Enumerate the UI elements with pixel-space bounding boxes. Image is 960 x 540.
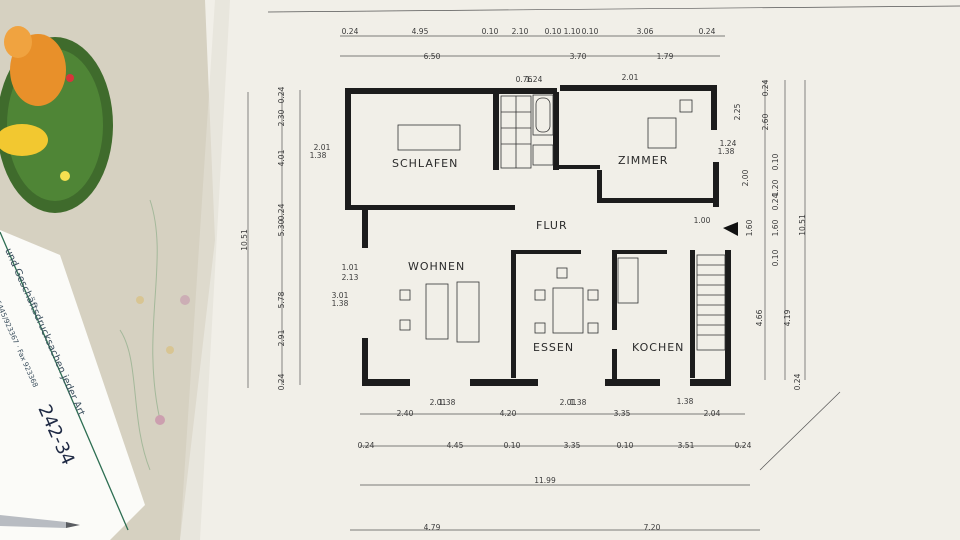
dimension-label-bottom-row-2: 3.35 <box>564 441 581 450</box>
dimension-label-left-inner: 0.24 <box>277 373 286 390</box>
dimension-label-openings: 0.76 <box>516 75 533 84</box>
room-label-essen: ESSEN <box>533 341 574 354</box>
entrance-arrow <box>723 222 738 236</box>
dimension-label-bottom-row-1: 4.20 <box>500 409 517 418</box>
dimension-label-top-row-2: 3.70 <box>570 52 587 61</box>
dimension-label-top-row-1: 1.10 <box>564 27 581 36</box>
dimension-label-openings: 2.01 <box>314 143 331 152</box>
dimension-label-top-row-1: 0.24 <box>342 27 359 36</box>
dimension-label-openings: 1.01 <box>342 263 359 272</box>
dimension-label-bottom-row-1: 2.04 <box>704 409 721 418</box>
dimension-label-right-inner: 0.24 <box>793 373 802 390</box>
dimension-label-bottom-row-1: 2.40 <box>397 409 414 418</box>
dimension-label-openings: 1.38 <box>310 151 327 160</box>
dimension-label-top-row-1: 4.95 <box>412 27 429 36</box>
dimension-label-top-row-2: 1.79 <box>657 52 674 61</box>
dimension-label-openings: 2.01 <box>622 73 639 82</box>
floor-plan-walls <box>345 85 731 386</box>
dimension-lines <box>247 5 960 531</box>
dimension-label-left-inner: 5.30 <box>277 219 286 236</box>
figurine-decoration <box>0 26 113 213</box>
room-label-zimmer: ZIMMER <box>618 154 668 167</box>
dimension-label-right-outer: 10.51 <box>798 214 807 236</box>
dimension-label-openings: 1.38 <box>439 398 456 407</box>
dimension-label-bottom-row-2: 0.24 <box>358 441 375 450</box>
dimension-label-openings: 1.38 <box>570 398 587 407</box>
room-label-schlafen: SCHLAFEN <box>392 157 458 170</box>
dimension-label-top-row-1: 0.24 <box>699 27 716 36</box>
dimension-label-bottom-row-2: 0.24 <box>735 441 752 450</box>
dimension-label-bottom-row-3: 7.20 <box>644 523 661 532</box>
dimension-label-right-inner: 0.24 <box>771 193 780 210</box>
floor-plan-paper <box>180 0 960 540</box>
dimension-label-openings: 2.01 <box>560 398 577 407</box>
dimension-label-top-row-1: 3.06 <box>637 27 654 36</box>
dimension-label-openings: 1.38 <box>332 299 349 308</box>
dimension-label-right-inner: 4.19 <box>783 309 792 326</box>
dimension-label-left-inner: 5.78 <box>277 291 286 308</box>
dimension-label-right-inner: 1.20 <box>771 179 780 196</box>
dimension-label-right-inner: 0.10 <box>771 153 780 170</box>
dimension-label-bottom-row-3: 4.79 <box>424 523 441 532</box>
dimension-label-left-inner: 2.30 <box>277 109 286 126</box>
dimension-label-left-inner: 0.24 <box>277 86 286 103</box>
dimension-label-total-width: 11.99 <box>534 476 556 485</box>
room-label-kochen: KOCHEN <box>632 341 684 354</box>
dimension-label-right-inner: 2.60 <box>761 113 770 130</box>
dimension-label-left-inner: 2.91 <box>277 329 286 346</box>
dimension-label-right-inner: 1.60 <box>771 219 780 236</box>
dimension-label-right-inner: 1.60 <box>745 219 754 236</box>
dimension-label-bottom-row-2: 0.10 <box>504 441 521 450</box>
room-label-flur: FLUR <box>536 219 568 232</box>
dimension-label-left-inner: 4.01 <box>277 149 286 166</box>
dimension-label-top-row-1: 0.10 <box>482 27 499 36</box>
fixtures <box>397 94 726 351</box>
dimension-label-openings: 1.00 <box>694 216 711 225</box>
dimension-label-right-inner: 2.00 <box>741 169 750 186</box>
dimension-label-top-row-1: 0.10 <box>545 27 562 36</box>
dimension-label-right-inner: 4.66 <box>755 309 764 326</box>
dimension-label-openings: 2.13 <box>342 273 359 282</box>
embroidery <box>119 199 190 471</box>
dimension-label-top-row-1: 0.10 <box>582 27 599 36</box>
dimension-label-right-inner: 0.10 <box>771 249 780 266</box>
dimension-label-left-inner: 0.24 <box>277 203 286 220</box>
dimension-label-bottom-row-2: 3.51 <box>678 441 695 450</box>
dimension-label-bottom-row-2: 0.10 <box>617 441 634 450</box>
dimension-label-top-row-1: 2.10 <box>512 27 529 36</box>
dimension-label-bottom-row-2: 4.45 <box>447 441 464 450</box>
dimension-label-openings: 3.01 <box>332 291 349 300</box>
dimension-label-top-row-2: 6.50 <box>424 52 441 61</box>
room-labels: SCHLAFEN ZIMMER FLUR WOHNEN ESSEN KOCHEN <box>392 154 684 354</box>
dimension-label-right-inner: 0.24 <box>761 79 770 96</box>
dimension-label-bottom-row-1: 3.35 <box>614 409 631 418</box>
dimension-label-openings: 1.24 <box>720 139 737 148</box>
dimension-label-openings: 1.38 <box>718 147 735 156</box>
dimension-label-openings: 1.38 <box>677 397 694 406</box>
dimension-label-right-inner: 2.25 <box>733 103 742 120</box>
dimension-label-left-outer: 10.51 <box>240 229 249 251</box>
dimension-label-openings: 2.01 <box>430 398 447 407</box>
room-label-wohnen: WOHNEN <box>408 260 465 273</box>
pen <box>0 515 80 528</box>
dimension-label-openings: 1.24 <box>526 75 543 84</box>
